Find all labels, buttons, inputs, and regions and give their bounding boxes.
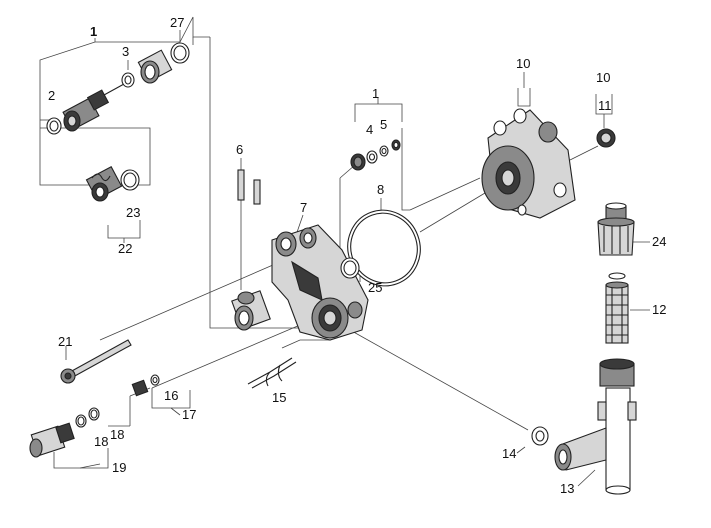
callout-19: 19 bbox=[112, 460, 126, 475]
pump-head bbox=[481, 108, 576, 219]
callout-6: 6 bbox=[236, 142, 243, 157]
long-screw bbox=[60, 339, 132, 384]
callout-23: 23 bbox=[126, 205, 140, 220]
o-ring-25 bbox=[340, 257, 360, 279]
callout-21: 21 bbox=[58, 334, 72, 349]
hose-connector bbox=[597, 202, 635, 256]
valve-assembly-middle bbox=[85, 165, 140, 202]
callout-12: 12 bbox=[652, 302, 666, 317]
callout-16: 16 bbox=[164, 388, 178, 403]
small-seals bbox=[350, 139, 401, 171]
callout-1b: 1 bbox=[372, 86, 379, 101]
callout-14: 14 bbox=[502, 446, 516, 461]
valve-assembly-top bbox=[46, 42, 190, 135]
callout-13: 13 bbox=[560, 481, 574, 496]
callout-15: 15 bbox=[272, 390, 286, 405]
callout-10b: 10 bbox=[596, 70, 610, 85]
callout-4: 4 bbox=[366, 122, 373, 137]
callout-8: 8 bbox=[377, 182, 384, 197]
callout-labels: 1 27 3 2 23 22 6 7 1 4 5 8 25 10 10 11 2… bbox=[48, 15, 666, 496]
callout-10a: 10 bbox=[516, 56, 530, 71]
callout-22: 22 bbox=[118, 241, 132, 256]
callout-7: 7 bbox=[300, 200, 307, 215]
main-housing bbox=[231, 224, 369, 341]
callout-18b: 18 bbox=[110, 427, 124, 442]
filter bbox=[605, 272, 629, 344]
clip-15 bbox=[247, 357, 297, 389]
callout-18a: 18 bbox=[94, 434, 108, 449]
small-parts-16 bbox=[131, 374, 160, 397]
large-o-ring bbox=[347, 209, 421, 287]
valve-assembly-19 bbox=[29, 407, 100, 458]
callout-24: 24 bbox=[652, 234, 666, 249]
callout-3: 3 bbox=[122, 44, 129, 59]
callout-11: 11 bbox=[598, 98, 612, 113]
pins bbox=[237, 169, 261, 205]
washer-14 bbox=[531, 426, 549, 446]
seal-11 bbox=[596, 128, 616, 148]
callout-5: 5 bbox=[380, 117, 387, 132]
callout-17: 17 bbox=[182, 407, 196, 422]
callout-2: 2 bbox=[48, 88, 55, 103]
callout-1a: 1 bbox=[90, 24, 97, 39]
inlet-pipe bbox=[554, 358, 637, 495]
callout-27: 27 bbox=[170, 15, 184, 30]
callout-25: 25 bbox=[368, 280, 382, 295]
